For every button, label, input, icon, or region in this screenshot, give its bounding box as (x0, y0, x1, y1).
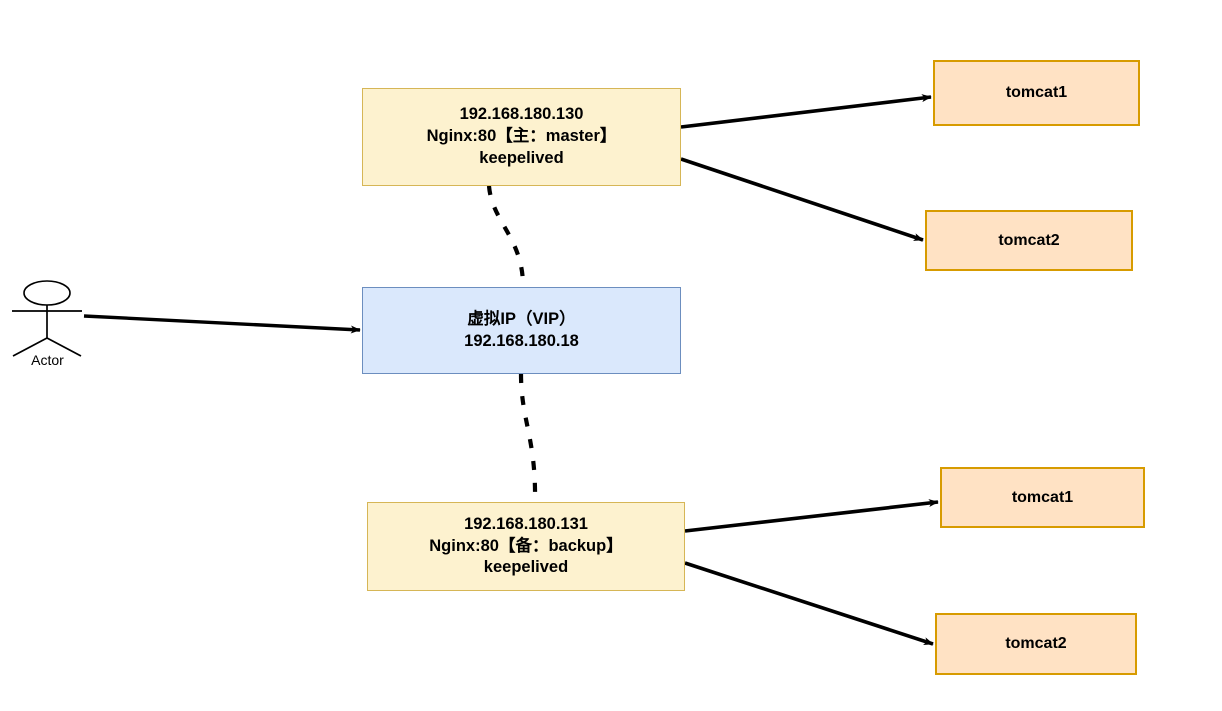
node-virtual-ip-address: 192.168.180.18 (464, 331, 579, 350)
edge-master-to-tomcat2 (680, 157, 924, 242)
node-master-tomcat2-label: tomcat2 (998, 231, 1060, 249)
actor-stick-figure-icon (12, 280, 82, 357)
edge-master-to-vip-dashed (486, 185, 526, 287)
node-backup-tomcat2[interactable]: tomcat2 (935, 613, 1137, 675)
node-nginx-master-role: Nginx:80【主：master】 (426, 127, 617, 146)
node-master-tomcat2[interactable]: tomcat2 (925, 210, 1133, 271)
edge-vip-to-backup-dashed (518, 373, 538, 502)
node-backup-tomcat1-label: tomcat1 (1011, 488, 1074, 506)
edge-actor-to-vip (83, 314, 361, 334)
node-virtual-ip[interactable]: 虚拟IP（VIP） 192.168.180.18 (362, 287, 681, 374)
node-master-tomcat1-label: tomcat1 (1005, 84, 1068, 102)
edge-backup-to-tomcat2 (684, 561, 934, 646)
node-virtual-ip-title: 虚拟IP（VIP） (467, 309, 576, 328)
node-nginx-backup-ip: 192.168.180.131 (464, 514, 588, 533)
node-nginx-backup[interactable]: 192.168.180.131 Nginx:80【备：backup】 keepe… (367, 502, 685, 591)
node-nginx-master-ip: 192.168.180.130 (459, 105, 584, 124)
node-nginx-master-keepalived: keepelived (479, 148, 564, 167)
node-backup-tomcat2-label: tomcat2 (1005, 635, 1067, 653)
edge-backup-to-tomcat1 (684, 499, 939, 533)
edge-master-to-tomcat1 (680, 94, 932, 129)
node-nginx-backup-role: Nginx:80【备：backup】 (429, 536, 623, 555)
node-master-tomcat1[interactable]: tomcat1 (933, 60, 1140, 126)
node-nginx-backup-keepalived: keepelived (483, 558, 569, 577)
node-nginx-master[interactable]: 192.168.180.130 Nginx:80【主：master】 keepe… (362, 88, 681, 186)
node-backup-tomcat1[interactable]: tomcat1 (940, 467, 1145, 528)
actor-label: Actor (31, 352, 64, 368)
